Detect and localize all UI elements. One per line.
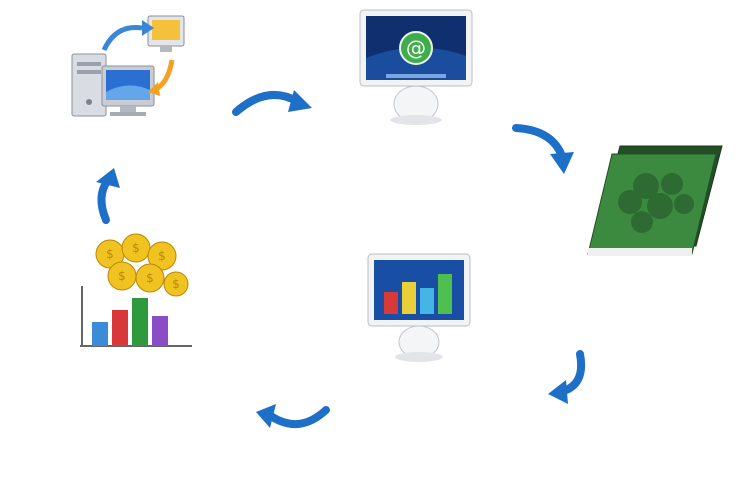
svg-text:$: $ <box>132 241 140 255</box>
imac-email-icon: @ <box>356 8 476 128</box>
svg-text:$: $ <box>146 271 154 285</box>
svg-text:@: @ <box>406 36 426 60</box>
arrow-step2-to-step3 <box>510 120 580 176</box>
green-folder-icon <box>580 134 730 260</box>
imac-chart-icon <box>364 252 474 364</box>
arrow-step1-to-step2 <box>232 86 316 122</box>
coins-chart-icon: $ $ $ $ $ $ <box>76 226 196 350</box>
arrow-step3-to-step4 <box>544 348 604 406</box>
arrow-step5-to-step1 <box>82 166 132 226</box>
arrow-step4-to-step5 <box>252 388 332 438</box>
svg-text:$: $ <box>118 269 126 283</box>
svg-text:$: $ <box>158 249 166 263</box>
computer-pair-icon <box>64 10 194 122</box>
svg-text:$: $ <box>106 247 114 261</box>
svg-text:$: $ <box>172 277 180 291</box>
